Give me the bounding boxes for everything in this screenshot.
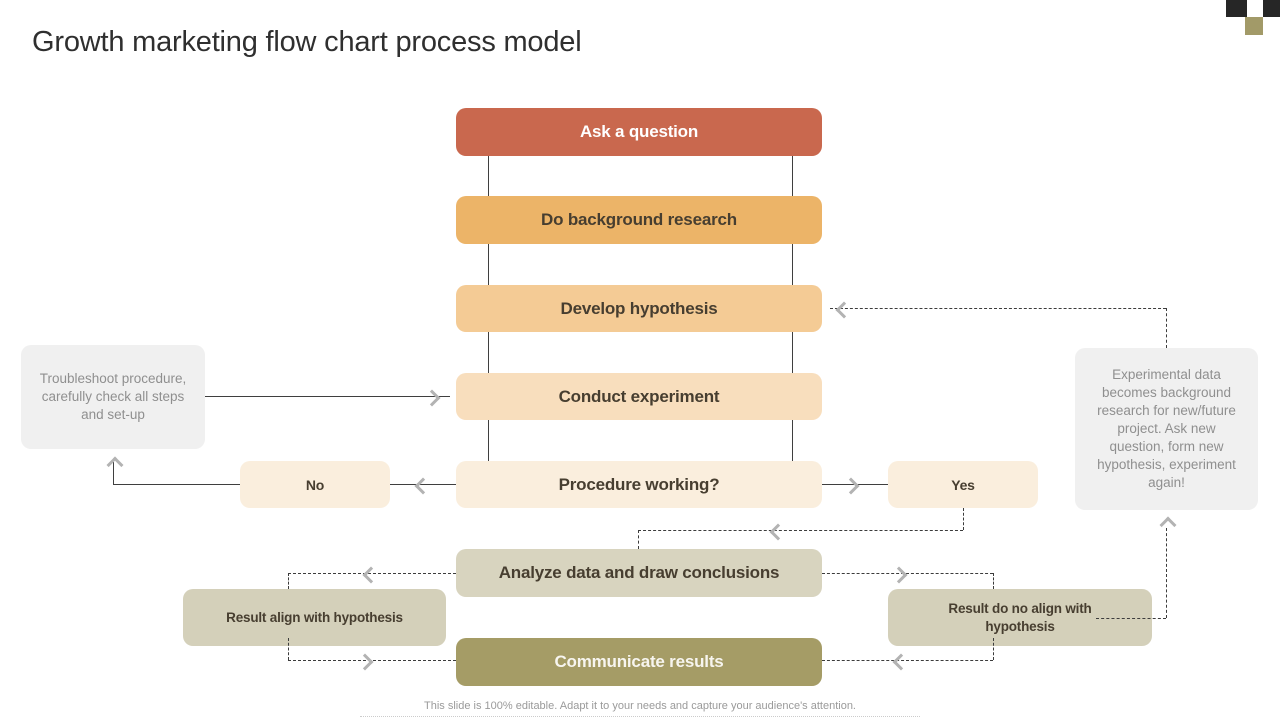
connector-procedure-no [390, 484, 456, 485]
connector-hypothesis-experiment-left [488, 332, 489, 373]
arrow-right-icon [890, 566, 908, 584]
note-text: Experimental data becomes background res… [1097, 366, 1236, 491]
connector-loop-note-top [1166, 308, 1167, 348]
flow-node-analyze-data[interactable]: Analyze data and draw conclusions [456, 549, 822, 597]
decor-square-black-1 [1226, 0, 1247, 17]
flow-node-yes[interactable]: Yes [888, 461, 1038, 508]
node-label: Conduct experiment [558, 386, 720, 406]
arrow-left-icon [414, 477, 432, 495]
node-label: Yes [951, 476, 975, 493]
connector-analyze-right [822, 573, 993, 574]
connector-ask-research-right [792, 156, 793, 196]
node-label: Communicate results [554, 652, 724, 671]
connector-notalign-east [1096, 618, 1166, 619]
note-troubleshoot[interactable]: Troubleshoot procedure, carefully check … [21, 345, 205, 449]
arrow-up-icon [1159, 516, 1177, 534]
node-label: Do background research [541, 210, 737, 229]
flow-node-procedure-working[interactable]: Procedure working? [456, 461, 822, 508]
node-label: Analyze data and draw conclusions [498, 563, 780, 582]
connector-into-result-align [288, 573, 289, 589]
connector-experiment-procedure-left [488, 420, 489, 461]
arrow-right-icon [356, 653, 374, 671]
flow-node-result-align[interactable]: Result align with hypothesis [183, 589, 446, 646]
flow-node-ask-a-question[interactable]: Ask a question [456, 108, 822, 156]
arrow-left-icon [362, 566, 380, 584]
connector-notalign-up [1166, 528, 1167, 618]
connector-ask-research-left [488, 156, 489, 196]
connector-align-to-communicate [288, 660, 456, 661]
connector-hypothesis-experiment-right [792, 332, 793, 373]
connector-analyze-left [288, 573, 456, 574]
note-loop-back[interactable]: Experimental data becomes background res… [1075, 348, 1258, 510]
node-label: Result do no align with hypothesis [948, 600, 1092, 634]
connector-yes-down [963, 508, 964, 530]
node-label: No [305, 476, 325, 493]
connector-yes-into-analyze [638, 530, 639, 549]
connector-research-hypothesis-left [488, 244, 489, 285]
node-label: Result align with hypothesis [226, 609, 403, 625]
connector-troubleshoot-experiment [205, 396, 450, 397]
arrow-left-icon [835, 301, 853, 319]
arrow-left-icon [769, 523, 787, 541]
decor-square-olive [1245, 17, 1263, 35]
arrow-left-icon [892, 653, 910, 671]
connector-notalign-down [993, 638, 994, 660]
arrow-up-icon [106, 456, 124, 474]
node-label: Ask a question [579, 122, 699, 141]
connector-notalign-to-communicate [822, 660, 993, 661]
connector-procedure-yes [822, 484, 888, 485]
footer-note: This slide is 100% editable. Adapt it to… [360, 700, 920, 717]
flow-node-no[interactable]: No [240, 461, 390, 508]
node-label: Procedure working? [558, 474, 720, 494]
connector-yes-left [638, 530, 963, 531]
connector-no-west [113, 484, 240, 485]
arrow-right-icon [423, 389, 441, 407]
connector-no-up [113, 462, 114, 485]
arrow-right-icon [842, 477, 860, 495]
flow-node-conduct-experiment[interactable]: Conduct experiment [456, 373, 822, 420]
node-label: Develop hypothesis [560, 298, 718, 318]
flow-node-background-research[interactable]: Do background research [456, 196, 822, 244]
decor-square-black-2 [1263, 0, 1280, 17]
flow-node-develop-hypothesis[interactable]: Develop hypothesis [456, 285, 822, 332]
connector-into-result-notalign [993, 573, 994, 589]
connector-loop-to-hypothesis [830, 308, 1166, 309]
note-text: Troubleshoot procedure, carefully check … [39, 370, 187, 423]
page-title: Growth marketing flow chart process mode… [32, 26, 582, 58]
connector-research-hypothesis-right [792, 244, 793, 285]
connector-align-down [288, 638, 289, 660]
flow-node-communicate-results[interactable]: Communicate results [456, 638, 822, 686]
connector-experiment-procedure-right [792, 420, 793, 461]
